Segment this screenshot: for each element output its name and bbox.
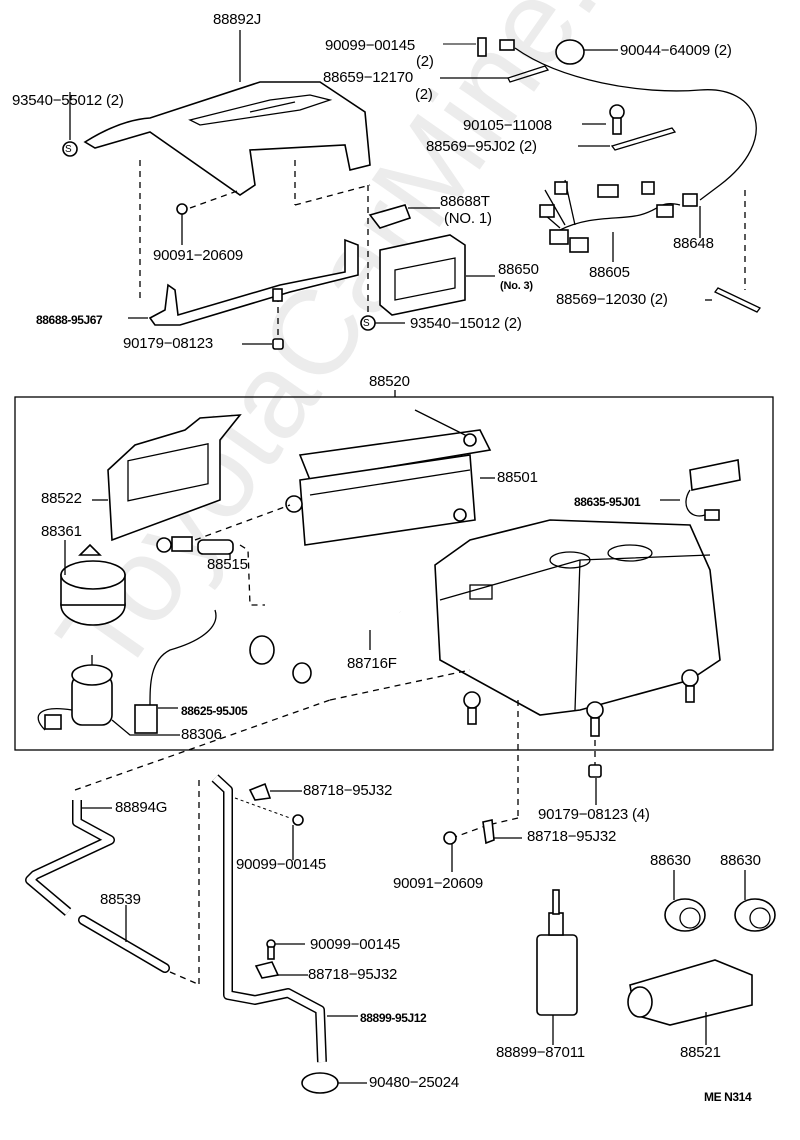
sensor-connector <box>499 39 515 51</box>
blower-motor-88306 <box>37 655 113 731</box>
heater-unit-housing <box>434 519 721 737</box>
label-90099-00145-bot: 90099−00145 <box>310 936 400 953</box>
label-88630-b: 88630 <box>720 852 761 869</box>
clamp-88718-95J32-b <box>482 819 495 845</box>
label-90480-25024: 90480−25024 <box>369 1074 459 1091</box>
band-88569-12030 <box>714 287 761 313</box>
bolt-90105-11008 <box>609 104 625 135</box>
clamp-88659-12170 <box>507 65 550 83</box>
label-88635-95J01: 88635-95J01 <box>574 495 641 509</box>
label-88718-95J32-b: 88718−95J32 <box>527 828 617 845</box>
label-88650: 88650 <box>498 261 539 278</box>
nut-small <box>78 543 102 556</box>
label-90099-00145-mid: 90099−00145 <box>236 856 326 873</box>
screw-s-mark-top <box>62 141 78 157</box>
heater-core-88501 <box>285 409 492 546</box>
label-88569-95J02: 88569−95J02 (2) <box>426 138 537 155</box>
clamp-88718-95J32-c <box>254 961 280 979</box>
clamp-88718-95J32-a <box>248 782 272 801</box>
label-90179-08123-top: 90179−08123 <box>123 335 213 352</box>
hose-clamp <box>249 635 275 665</box>
bolt-90091-20609-top <box>176 203 188 215</box>
label-88648: 88648 <box>673 235 714 252</box>
label-88630-a: 88630 <box>650 852 691 869</box>
label-88899-87011: 88899−87011 <box>496 1044 585 1061</box>
cover-88522 <box>107 414 242 542</box>
label-90044-64009: 90044−64009 (2) <box>620 42 732 59</box>
label-88718-95J32-c: 88718−95J32 <box>308 966 398 983</box>
label-90091-20609-bot: 90091−20609 <box>393 875 483 892</box>
refrigerant-bottle-88899-87011 <box>536 889 578 1016</box>
band-88569-95J02 <box>610 127 677 151</box>
valve-88515 <box>156 536 234 555</box>
label-88625-95J05: 88625-95J05 <box>181 704 248 718</box>
label-88659-12170-qty: (2) <box>415 86 433 103</box>
blower-fan-88361 <box>60 560 126 626</box>
screw-90099-00145-mid <box>292 814 304 826</box>
bracket-88688-95J67 <box>148 238 359 326</box>
label-88688-95J67: 88688-95J67 <box>36 313 103 327</box>
nut-90179-08123-top <box>272 338 284 350</box>
label-88539: 88539 <box>100 891 141 908</box>
label-88521: 88521 <box>680 1044 721 1061</box>
sensor-wire <box>514 47 757 201</box>
screw-90099-00145-top <box>477 37 487 57</box>
nut-90179-08123 <box>588 764 602 778</box>
s-mark-icon: S <box>363 318 370 329</box>
sensor-88630-b <box>734 898 776 932</box>
label-88569-12030: 88569−12030 (2) <box>556 291 668 308</box>
assembly-box-88520 <box>14 396 774 751</box>
bolt-90091-20609-bot <box>443 831 457 845</box>
label-88899-95J12: 88899-95J12 <box>360 1011 427 1025</box>
label-88501: 88501 <box>497 469 538 486</box>
hose-88716F <box>270 584 401 636</box>
label-88650-note: (No. 3) <box>500 280 533 292</box>
hose-clip <box>292 662 312 684</box>
screw-90099-00145-bot <box>266 939 276 960</box>
connector-88625-95J05 <box>134 704 158 734</box>
label-90099-00145-top: 90099−00145 <box>325 37 415 54</box>
s-mark-icon: S <box>65 144 72 155</box>
label-88361: 88361 <box>41 523 82 540</box>
label-88522: 88522 <box>41 490 82 507</box>
label-93540-15012: 93540−15012 (2) <box>410 315 522 332</box>
diagram-code: ME N314 <box>704 1090 752 1104</box>
wire-harness-88605 <box>539 179 681 253</box>
label-88520: 88520 <box>369 373 410 390</box>
resistor-88635-95J01 <box>685 459 741 521</box>
label-88515: 88515 <box>207 556 248 573</box>
connector-88648 <box>682 193 698 207</box>
label-88688T: 88688T <box>440 193 490 210</box>
label-88894G: 88894G <box>115 799 168 816</box>
label-88659-12170: 88659−12170 <box>323 69 413 86</box>
label-88688T-note: (NO. 1) <box>444 210 492 227</box>
label-88306: 88306 <box>181 726 222 743</box>
bracket-88688T <box>368 204 412 229</box>
console-cover <box>83 81 371 196</box>
clip-90044-64009 <box>555 39 585 65</box>
label-90105-11008: 90105−11008 <box>463 117 552 134</box>
sensor-88630-a <box>664 898 706 932</box>
label-90099-00145-top-qty: (2) <box>416 53 434 70</box>
label-88716F: 88716F <box>347 655 397 672</box>
label-93540-55012: 93540−55012 (2) <box>12 92 124 109</box>
label-88892J: 88892J <box>213 11 262 28</box>
label-88605: 88605 <box>589 264 630 281</box>
label-88718-95J32-a: 88718−95J32 <box>303 782 393 799</box>
part-88521 <box>627 959 753 1026</box>
control-unit-88650 <box>379 234 466 316</box>
label-90179-08123-4: 90179−08123 (4) <box>538 806 650 823</box>
grommet-90480-25024 <box>301 1072 339 1094</box>
motor-wire <box>149 609 217 706</box>
label-90091-20609-top: 90091−20609 <box>153 247 243 264</box>
